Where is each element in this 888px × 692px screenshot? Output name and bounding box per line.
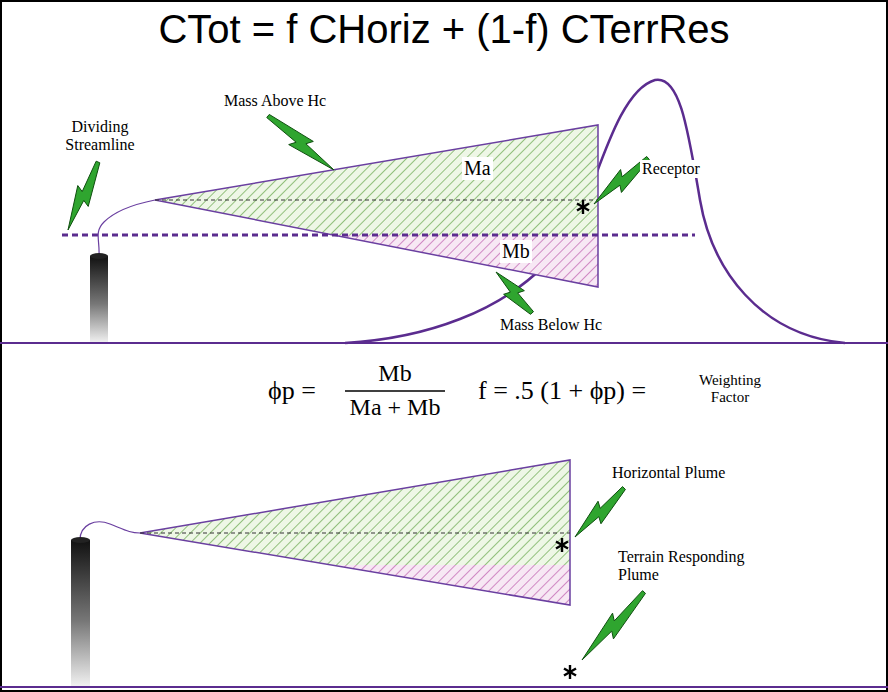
plume-rise <box>98 200 155 256</box>
receptor-star <box>564 665 576 679</box>
mass-symbol: Mb <box>500 240 532 263</box>
lightning-pointer <box>496 272 534 314</box>
ground-line <box>0 342 888 344</box>
receptor-star <box>556 538 568 552</box>
callout-label: Horizontal Plume <box>612 464 725 482</box>
dividing-streamline <box>62 234 695 237</box>
lightning-pointer <box>267 114 334 170</box>
mass-symbol: Ma <box>462 157 493 180</box>
formula-text: ϕp = <box>268 376 316 406</box>
formula-text: f = .5 (1 + ϕp) = <box>478 376 646 406</box>
plume-rise <box>80 522 140 540</box>
ground-line <box>0 686 888 688</box>
stack <box>71 540 90 687</box>
receptor-star <box>577 200 589 214</box>
stack-top <box>90 253 108 259</box>
callout-label: Terrain Responding Plume <box>618 548 768 585</box>
plume-centerline <box>140 533 570 534</box>
fraction-bar <box>345 390 445 392</box>
fraction-denominator: Ma + Mb <box>335 394 455 422</box>
plume-centerline <box>155 200 598 201</box>
lightning-pointers <box>68 114 649 660</box>
plume-outline <box>140 460 570 605</box>
callout-label: Mass Below Hc <box>498 316 604 334</box>
lightning-pointer <box>68 161 100 230</box>
callout-label: Receptor <box>640 160 702 178</box>
callout-label: Mass Above Hc <box>222 92 328 110</box>
lightning-pointer <box>582 591 645 660</box>
plume-outline <box>155 125 598 287</box>
equation-title: CTot = f CHoriz + (1-f) CTerrRes <box>0 6 888 52</box>
formula-note: Weighting Factor <box>684 372 776 407</box>
mass-above-region <box>155 125 598 235</box>
horizontal-plume-region <box>140 460 570 565</box>
stack-top <box>71 537 90 543</box>
lightning-pointer <box>575 487 625 537</box>
stack <box>90 256 108 343</box>
fraction-numerator: Mb <box>335 360 455 388</box>
callout-label: Dividing Streamline <box>48 118 152 155</box>
